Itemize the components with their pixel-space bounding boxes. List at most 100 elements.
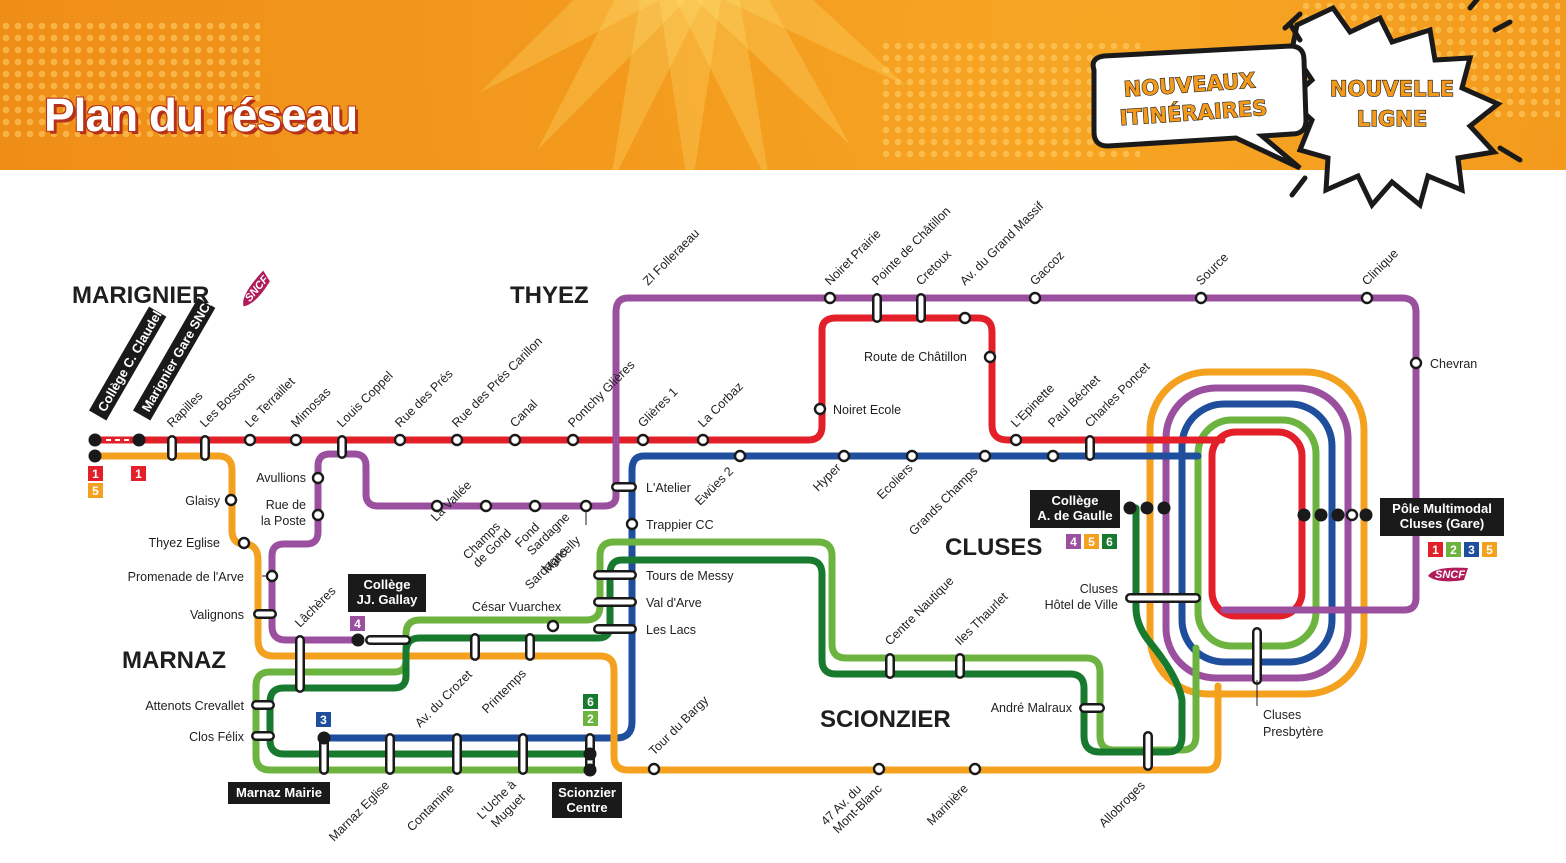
label-latelier: L'Atelier <box>646 481 691 495</box>
label-les-lacs: Les Lacs <box>646 623 696 637</box>
collège-jj-gallay-badge-4 <box>350 616 365 631</box>
label-contamine: Contamine <box>404 781 457 834</box>
scionzier-centre-a-marker <box>583 747 597 761</box>
chevran-marker <box>1409 356 1423 370</box>
bubble-right-line-2: LIGNE <box>1357 107 1427 131</box>
collège-a-de-gaulle-badge-4-text: 4 <box>1070 535 1077 549</box>
marnaz-mairie-marker <box>317 731 331 745</box>
label-route-de-chatillon: Route de Châtillon <box>864 350 967 364</box>
canal-marker <box>508 433 522 447</box>
rue-des-pres-carillon-marker <box>450 433 464 447</box>
pôle-multimodal-box <box>1380 498 1504 536</box>
champs-de-gond-marker <box>479 499 493 513</box>
label-pointe-de-chatillon: Pointe de Châtillon <box>869 204 953 288</box>
pole-e-marker <box>1345 508 1359 522</box>
burst-stroke <box>1282 11 1303 31</box>
bubble-right-line-1: NOUVELLE <box>1330 77 1454 101</box>
glieres-1-marker <box>636 433 650 447</box>
pôle-multimodal-badge-5-text: 5 <box>1486 543 1493 557</box>
label-hyper: Hyper <box>810 461 843 494</box>
pole-a-marker <box>1297 508 1311 522</box>
collège-a-de-gaulle-badge-6-text: 6 <box>1106 535 1113 549</box>
label-avullions: Avullions <box>256 471 306 485</box>
college-claudel-bottom-marker <box>88 449 102 463</box>
stop-markers <box>88 291 1423 777</box>
label-mariniere: Marinière <box>924 781 971 828</box>
label-clos-felix: Clos Félix <box>189 730 245 744</box>
scionzier-centre-badge-2 <box>583 711 598 726</box>
hyper-marker <box>837 449 851 463</box>
college-claudel-top-marker <box>88 433 102 447</box>
city-label-scionzier: SCIONZIER <box>820 706 951 733</box>
label-lacheres: Lâchères <box>292 584 338 630</box>
label-cesar-vuarchex: César Vuarchex <box>472 600 562 614</box>
marignier-gare-sncf-box <box>133 297 216 421</box>
label-source: Source <box>1193 250 1231 288</box>
line-5-path <box>91 452 1222 774</box>
label-thyez-eglise: Thyez Eglise <box>148 536 220 550</box>
label-ewues-2: Ewües 2 <box>692 464 736 508</box>
city-label-thyez: THYEZ <box>510 282 589 309</box>
collège-a-de-gaulle-badge-5-text: 5 <box>1088 535 1095 549</box>
pole-d-marker <box>1359 508 1373 522</box>
collège-c-claudel-badge-5-text: 5 <box>92 484 99 498</box>
burst-stroke <box>1289 175 1308 198</box>
pôle-multimodal-badge-3-text: 3 <box>1468 543 1475 557</box>
scionzier-centre-label-1: Scionzier <box>558 785 616 800</box>
collège-a-de-gaulle-label-1: Collège <box>1052 493 1099 508</box>
burst-stroke <box>1287 21 1303 43</box>
line-6-path <box>266 504 1186 758</box>
burst-bubble <box>1286 4 1503 210</box>
label-canal: Canal <box>507 397 540 430</box>
burst-stroke <box>1467 0 1480 11</box>
label-rapilles: Rapilles <box>164 389 205 430</box>
collège-a-de-gaulle-badge-5 <box>1084 534 1099 549</box>
label-glaisy: Glaisy <box>185 494 220 508</box>
sncf-logo-marignier-shape <box>243 270 270 307</box>
collège-a-de-gaulle-badge-4 <box>1066 534 1081 549</box>
label-rue-de: Rue de <box>266 498 306 512</box>
pôle-multimodal-badge-2-text: 2 <box>1450 543 1457 557</box>
burst-stroke <box>1492 19 1513 33</box>
scionzier-centre-b-marker <box>583 763 597 777</box>
avullions-marker <box>311 471 325 485</box>
source-marker <box>1194 291 1208 305</box>
label-allobroges: Allobroges <box>1096 778 1148 830</box>
pôle-multimodal-label-2: Cluses (Gare) <box>1400 516 1485 531</box>
label-tours-de-messy: Tours de Messy <box>646 569 734 583</box>
de-gaulle-b-marker <box>1140 501 1154 515</box>
label-zi-folleraeau: ZI Folleraeau <box>640 226 702 288</box>
scionzier-centre-badge-6 <box>583 694 598 709</box>
fond-sardagne-marker <box>528 499 542 513</box>
pole-c-marker <box>1331 508 1345 522</box>
label-val-darve: Val d'Arve <box>646 596 702 610</box>
sardagne-marcelly-marker <box>579 499 593 513</box>
label-cluses-presbytere-1: Cluses <box>1263 708 1301 722</box>
sncf-logo-marignier-text: SNCF <box>243 273 272 304</box>
label-andre-malraux: André Malraux <box>991 701 1073 715</box>
thyez-eglise-marker <box>237 536 251 550</box>
mariniere-marker <box>968 762 982 776</box>
label-rue-des-pres: Rue des Prés <box>392 367 455 430</box>
noiret-ecole-marker <box>813 402 827 416</box>
pôle-multimodal-badge-2 <box>1446 542 1461 557</box>
label-printemps: Printemps <box>479 666 529 716</box>
de-gaulle-a-marker <box>1123 501 1137 515</box>
pole-b-marker <box>1314 508 1328 522</box>
line-1-path <box>91 314 1226 444</box>
label-chevran: Chevran <box>1430 357 1477 371</box>
label-marnaz-eglise: Marnaz Eglise <box>326 778 392 844</box>
tour-du-bargy-marker <box>647 762 661 776</box>
pontchy-glieres-marker <box>566 433 580 447</box>
promenade-de-larve-marker <box>265 569 279 583</box>
label-la-poste: la Poste <box>261 514 306 528</box>
lepinette-marker <box>1009 433 1023 447</box>
label-iles-thaurlet: Iles Thaurlet <box>952 589 1011 648</box>
ecoliers-marker <box>905 449 919 463</box>
pôle-multimodal-badge-3 <box>1464 542 1479 557</box>
label-pontchy-glieres: Pontchy Glières <box>565 358 637 430</box>
label-ecoliers: Ecoliers <box>874 461 915 502</box>
